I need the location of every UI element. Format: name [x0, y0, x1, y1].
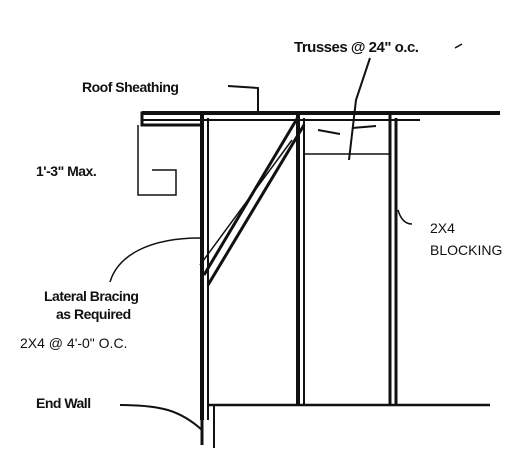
- blocking-member: [303, 119, 391, 155]
- as-required-label: as Required: [56, 306, 131, 322]
- leader-lines: [109, 43, 463, 431]
- lateral-bracing-diagonal: [199, 116, 306, 286]
- truss-verticals: [200, 113, 398, 420]
- blocking-label: BLOCKING: [430, 242, 502, 258]
- bracing-spacing-label: 2X4 @ 4'-0" O.C.: [20, 335, 127, 351]
- end-wall-stub: [200, 405, 215, 448]
- overhang-max-label: 1'-3" Max.: [36, 163, 96, 179]
- trusses-label: Trusses @ 24" o.c.: [294, 39, 419, 56]
- end-wall-label: End Wall: [36, 395, 91, 411]
- lateral-bracing-label: Lateral Bracing: [44, 288, 138, 304]
- roof-sheathing-label: Roof Sheathing: [82, 79, 178, 95]
- blocking-size-label: 2X4: [430, 220, 455, 236]
